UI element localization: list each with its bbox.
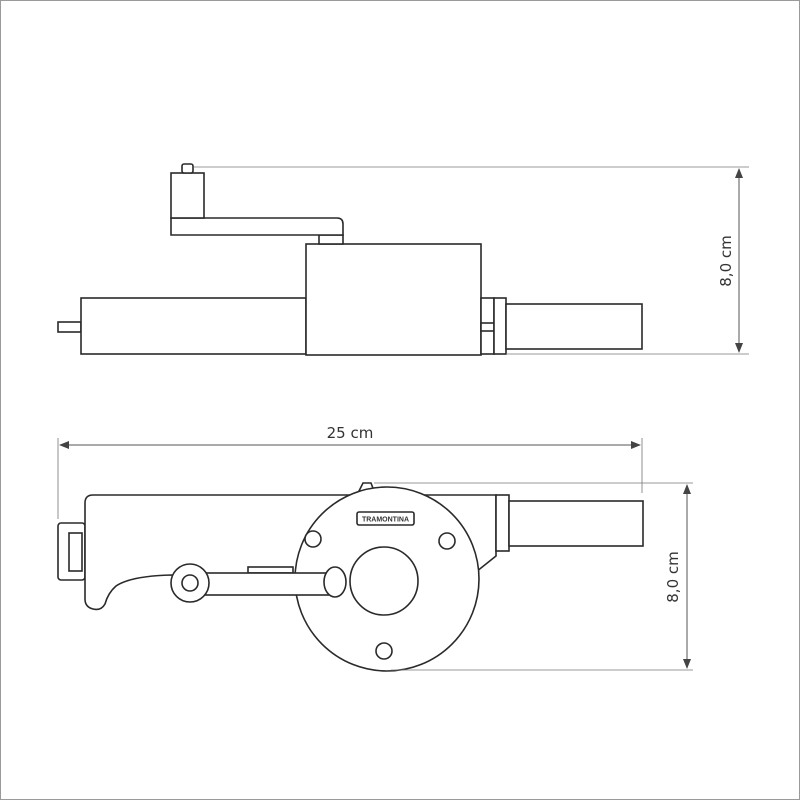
crank-boss-hole xyxy=(181,574,199,592)
crank-rod xyxy=(200,572,337,596)
handle-tube xyxy=(80,297,307,355)
nozzle xyxy=(508,500,644,547)
front-height-label: 8,0 cm xyxy=(664,551,682,602)
center-hole xyxy=(349,546,419,616)
nozzle-flange xyxy=(495,494,510,552)
screw-hole-bottom xyxy=(375,642,393,660)
crank-rod-end xyxy=(323,566,347,598)
screw-hole-right xyxy=(438,532,456,550)
nozzle xyxy=(505,303,643,350)
length-label: 25 cm xyxy=(327,424,374,442)
clip-slot xyxy=(68,532,83,572)
crank-arm xyxy=(170,217,344,236)
front-view: 25 cm TRAMONTINA 8,0 cm xyxy=(57,424,693,672)
crank-handle xyxy=(170,172,205,219)
left-pin xyxy=(57,321,82,333)
gear-box xyxy=(305,243,482,356)
crank-knob xyxy=(181,163,194,174)
brand-badge xyxy=(356,511,415,526)
side-view: 8,0 cm xyxy=(57,163,749,356)
flange-outer xyxy=(493,297,507,355)
side-height-label: 8,0 cm xyxy=(717,235,735,286)
flange-slot xyxy=(480,322,495,332)
brand-logo: TRAMONTINA xyxy=(362,517,409,524)
screw-hole-left xyxy=(304,530,322,548)
crank-plate xyxy=(247,566,294,574)
crank-post xyxy=(318,234,344,245)
